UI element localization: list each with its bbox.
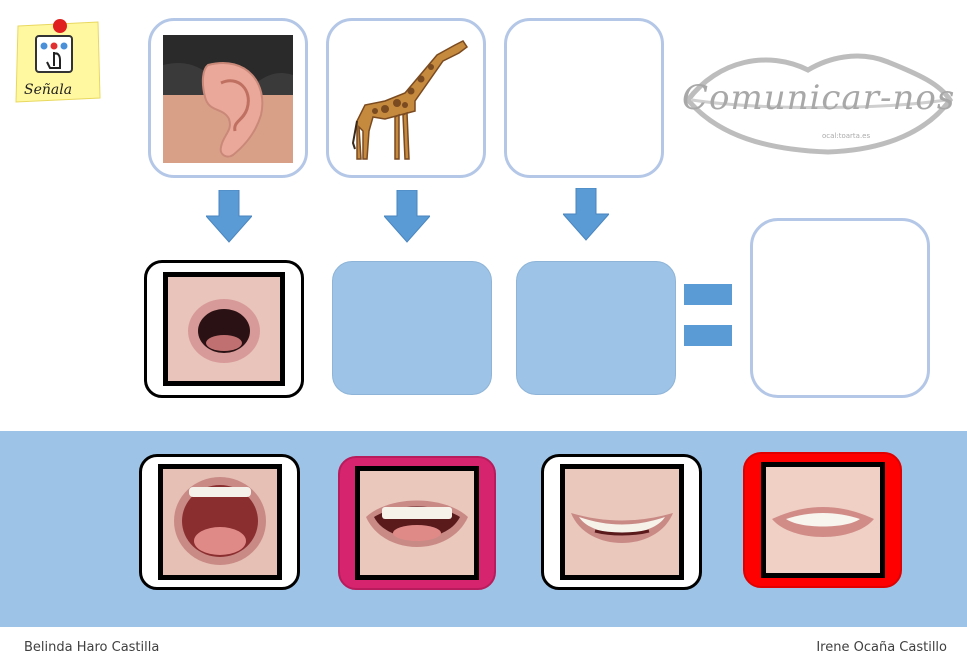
- mouth-a-icon: [157, 464, 282, 580]
- answer-slot-2[interactable]: [516, 261, 676, 395]
- mouth-smile-icon: [760, 462, 885, 578]
- option-mouth-e[interactable]: [338, 456, 496, 590]
- down-arrow-icon: [384, 190, 430, 244]
- mouth-o-card[interactable]: [144, 260, 304, 398]
- answer-slot-1[interactable]: [332, 261, 492, 395]
- senala-note-icon: [15, 19, 101, 103]
- logo-subtitle: ocal:toarta.es: [822, 132, 871, 140]
- result-card[interactable]: [750, 218, 930, 398]
- down-arrow-icon: [563, 188, 609, 242]
- ear-card[interactable]: [148, 18, 308, 178]
- mouth-e-icon: [355, 466, 479, 580]
- mouth-o-icon: [163, 272, 285, 386]
- giraffe-icon: [351, 40, 469, 160]
- footer-left-author: Belinda Haro Castilla: [24, 640, 160, 655]
- senala-label: Señala: [24, 82, 73, 98]
- senala-card: Señala: [14, 18, 102, 104]
- logo-text: Comunicar-nos: [682, 78, 956, 118]
- option-mouth-i[interactable]: [541, 454, 702, 590]
- empty-prompt-card[interactable]: [504, 18, 664, 178]
- option-mouth-smile[interactable]: [743, 452, 902, 588]
- comunicar-nos-logo: Comunicar-nos ocal:toarta.es: [678, 40, 958, 160]
- equals-icon: [684, 284, 734, 348]
- mouth-i-icon: [559, 464, 684, 580]
- lips-logo-icon: [684, 53, 954, 155]
- option-mouth-a[interactable]: [139, 454, 300, 590]
- footer-right-author: Irene Ocaña Castillo: [816, 640, 947, 655]
- giraffe-card[interactable]: [326, 18, 486, 178]
- ear-icon: [163, 35, 293, 163]
- down-arrow-icon: [206, 190, 252, 244]
